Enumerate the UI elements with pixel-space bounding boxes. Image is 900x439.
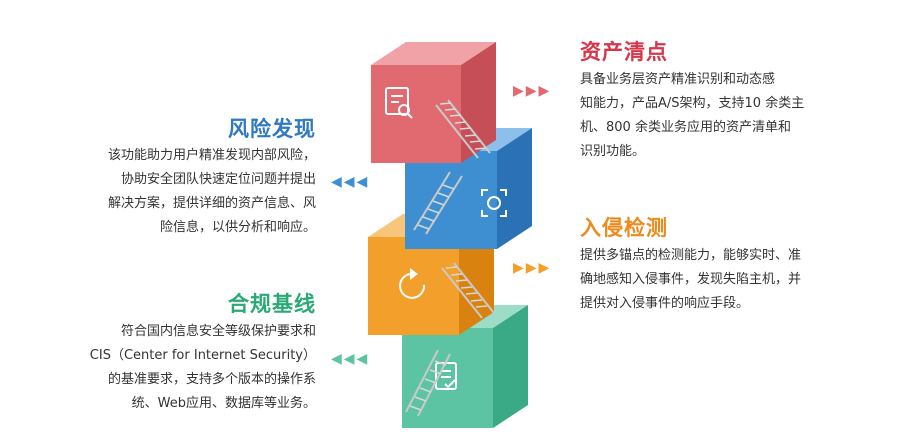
- asset-title: 资产清点: [580, 40, 668, 64]
- intrusion-arrow-icon: ▶▶▶: [513, 260, 552, 276]
- intrusion-description: 提供多锚点的检测能力，能够实时、准 确地感知入侵事件，发现失陷主机，并 提供对入…: [580, 248, 802, 311]
- refresh-cycle-icon: [399, 268, 426, 299]
- ladder-2: [413, 171, 463, 235]
- ladder-4: [405, 349, 451, 417]
- risk-arrow-icon: ◀◀◀: [331, 174, 370, 190]
- scan-target-icon: [481, 189, 507, 217]
- risk-description: 该功能助力用户精准发现内部风险， 协助安全团队快速定位问题并提出 解决方案，提供…: [107, 148, 316, 235]
- compliance-description: 符合国内信息安全等级保护要求和 CIS（Center for Internet …: [89, 324, 316, 411]
- cube-asset: [371, 42, 496, 163]
- asset-arrow-icon: ▶▶▶: [513, 83, 552, 99]
- risk-title: 风险发现: [228, 117, 316, 141]
- intrusion-title: 入侵检测: [580, 216, 668, 240]
- ladder-1: [435, 99, 491, 159]
- asset-description: 具备业务层资产精准识别和动态感 知能力，产品A/S架构，支持10 余类主 机、8…: [580, 72, 805, 159]
- ladder-3: [441, 262, 495, 319]
- search-document-icon: [385, 87, 413, 119]
- compliance-title: 合规基线: [228, 292, 316, 316]
- compliance-arrow-icon: ◀◀◀: [331, 351, 370, 367]
